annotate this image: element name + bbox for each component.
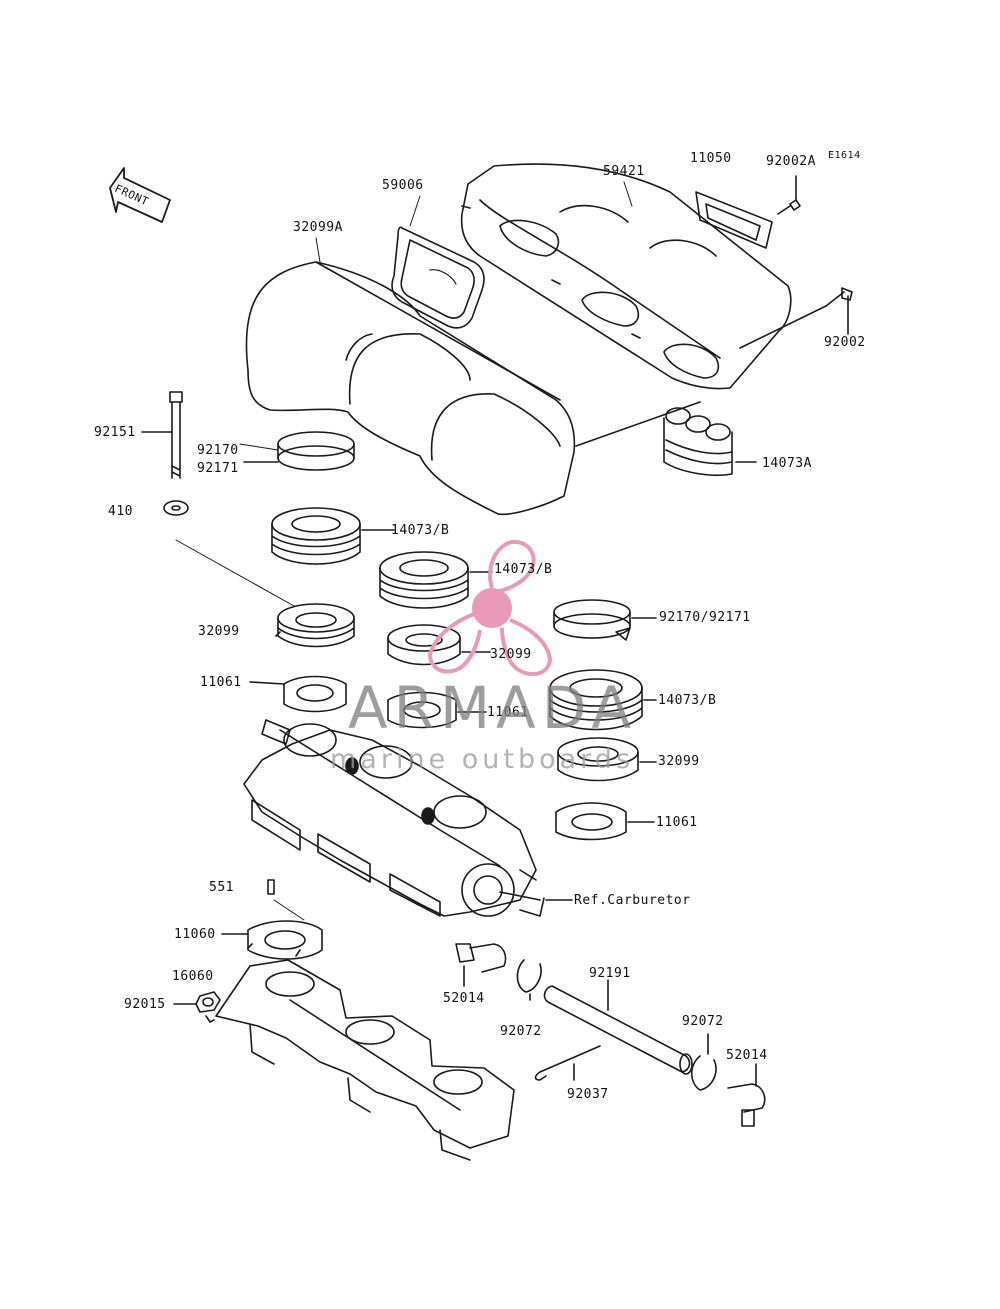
label-52014-right: 52014 [726,1048,768,1063]
part-551-pin [267,879,305,921]
label-92072-left: 92072 [500,1024,542,1039]
part-59006-gasket [391,226,485,329]
label-16060: 16060 [172,969,214,984]
part-11061-gasket-right [555,802,655,841]
label-11061-mid: 11061 [487,705,529,720]
label-11061-left: 11061 [200,675,242,690]
label-14073A: 14073A [762,456,812,471]
label-ref-carburetor: Ref.Carburetor [574,893,691,908]
label-11050: 11050 [690,151,732,166]
front-arrow-icon [109,167,171,223]
label-92002A: 92002A [766,154,816,169]
part-92072-clip-left [516,959,542,1001]
carburetor-assembly [243,719,573,917]
part-32099A-filter-cover [245,261,701,516]
label-14073B-2: 14073/B [494,562,553,577]
label-32099-mid: 32099 [490,647,532,662]
watermark-title: ARMADA [348,674,638,742]
part-32099-seal-mid [387,624,491,666]
label-92015: 92015 [124,997,166,1012]
label-551: 551 [209,880,234,895]
part-59421-air-box [460,163,792,390]
part-14073B-seal-left [271,507,395,565]
part-92170-clamp [243,431,355,471]
label-59421: 59421 [603,164,645,179]
part-11060-gasket [221,920,323,960]
label-92171: 92171 [197,461,239,476]
label-52014-left: 52014 [443,991,485,1006]
part-32099-seal-left [275,603,355,648]
label-32099A: 32099A [293,220,343,235]
part-14073B-seal-right [549,669,657,731]
part-92191-hose [543,979,693,1075]
part-52014-fitting-left [455,943,507,987]
label-32099-left: 32099 [198,624,240,639]
part-14073A-seal [663,407,757,477]
diagram-code: E1614 [828,150,861,161]
part-11061-gasket-mid [387,691,487,729]
label-14073B-1: 14073/B [391,523,450,538]
label-410: 410 [108,504,133,519]
label-92170: 92170 [197,443,239,458]
label-92151: 92151 [94,425,136,440]
part-92170-92171-clamp-right [553,599,657,641]
label-59006: 59006 [382,178,424,193]
part-92072-clip-right [690,1033,717,1091]
label-32099-right: 32099 [658,754,700,769]
armada-logo-icon [427,539,553,677]
part-92002A-bolt [777,175,801,215]
part-11061-gasket-left [249,675,347,713]
part-92151-bolt [141,391,183,479]
watermark-subtitle: marine outboards [330,744,635,775]
label-11061-right: 11061 [656,815,698,830]
label-92002: 92002 [824,335,866,350]
intake-manifold [215,959,515,1161]
label-92191: 92191 [589,966,631,981]
part-92037-wire [534,1045,601,1081]
label-14073B-3: 14073/B [658,693,717,708]
part-52014-fitting-right [727,1063,766,1127]
part-92002-bolt [739,287,853,349]
label-92170-92171: 92170/92171 [659,610,751,625]
label-92072-right: 92072 [682,1014,724,1029]
label-92037: 92037 [567,1087,609,1102]
part-410-washer [163,500,295,607]
part-11050-plate [695,191,773,249]
part-32099-seal-right [557,737,657,782]
label-11060: 11060 [174,927,216,942]
leader-lines [239,181,633,451]
part-92015-nut [173,991,221,1023]
